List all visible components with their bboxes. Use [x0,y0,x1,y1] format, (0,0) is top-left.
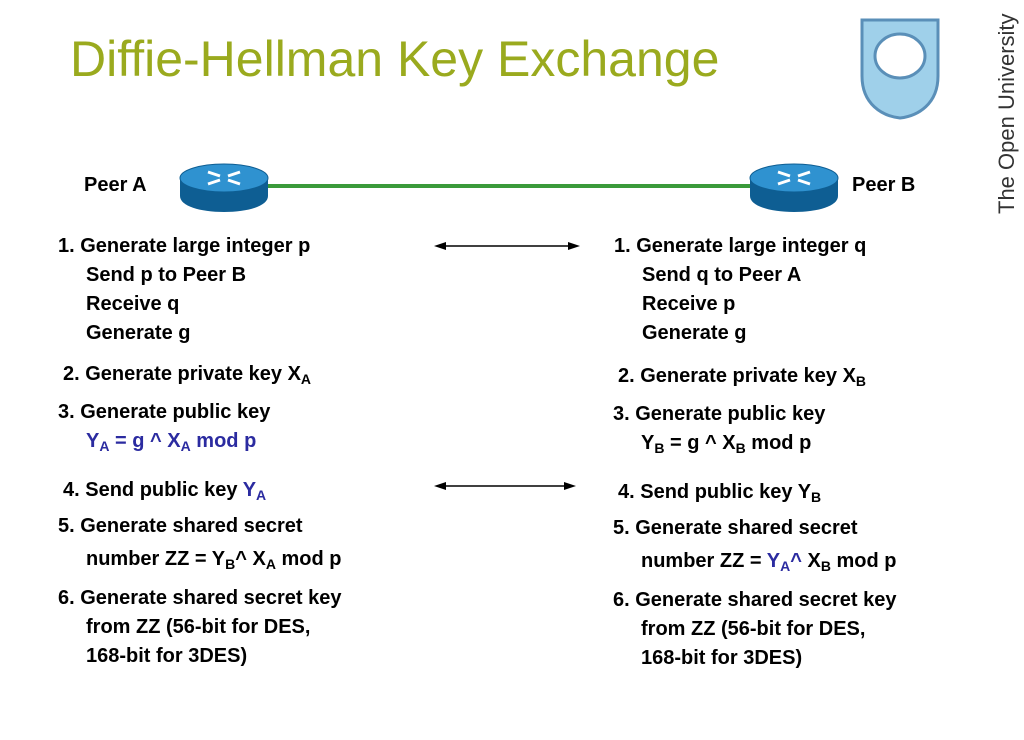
peer-b-step2: 2. Generate private key XB [618,365,867,389]
peer-a-step4: 4. Send public key YA [63,479,267,503]
peer-a-label: Peer A [84,174,147,196]
page-title: Diffie-Hellman Key Exchange [70,31,720,87]
peer-b-label: Peer B [852,174,916,196]
router-b-icon [749,163,839,212]
peer-a-step2: 2. Generate private key XA [63,363,312,387]
peer-b-step1: 1. Generate large integer q Send q to Pe… [614,235,867,344]
exchange-arrow-2-icon [434,482,576,490]
peer-b-step4: 4. Send public key YB [618,481,822,505]
exchange-arrow-1-icon [434,242,580,250]
peer-b-step6: 6. Generate shared secret key from ZZ (5… [613,589,897,669]
network-link [266,184,754,188]
peer-a-step1: 1. Generate large integer p Send p to Pe… [58,235,311,344]
router-a-icon [179,163,269,212]
peer-a-step6: 6. Generate shared secret key from ZZ (5… [58,587,342,667]
peer-b-step3: 3. Generate public key YB = g ^ XB mod p [613,403,826,456]
peer-a-step5: 5. Generate shared secret number ZZ = YB… [58,515,342,572]
brand-name: The Open University [994,13,1019,214]
peer-a-step3: 3. Generate public key YA = g ^ XA mod p [58,401,271,454]
open-university-logo-icon [860,18,940,120]
peer-b-step5: 5. Generate shared secret number ZZ = YA… [613,517,897,574]
